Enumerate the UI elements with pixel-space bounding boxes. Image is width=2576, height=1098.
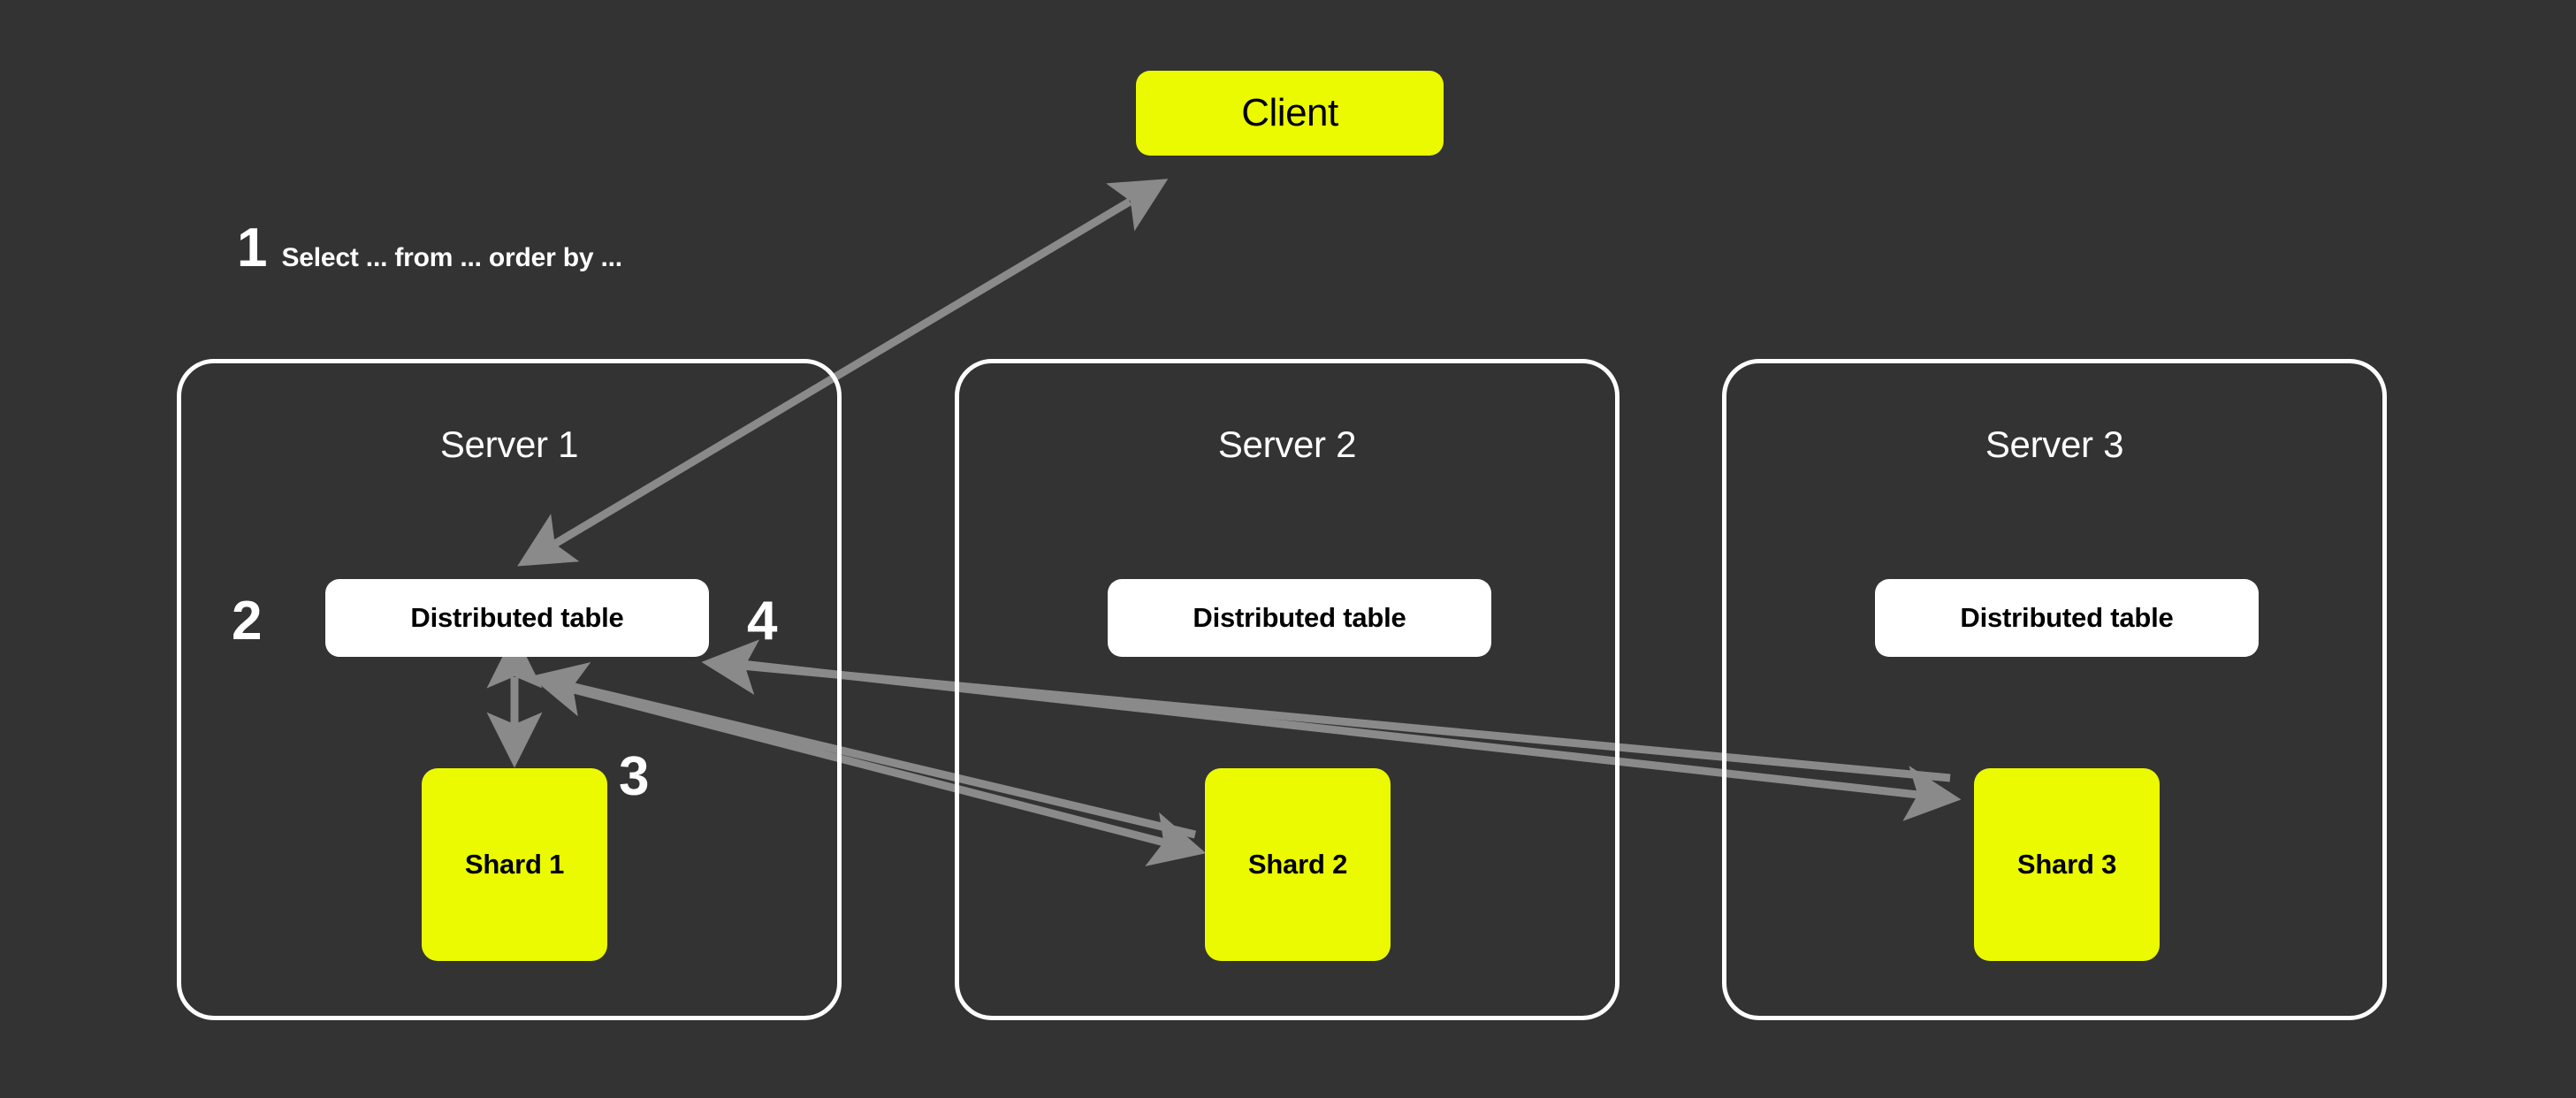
server-3-distributed-table[interactable]: Distributed table [1875,579,2259,657]
server-2-shard[interactable]: Shard 2 [1205,768,1391,961]
step-2-number: 2 [232,591,263,652]
server-3-shard[interactable]: Shard 3 [1974,768,2160,961]
client-node[interactable]: Client [1136,71,1444,156]
server-1-distributed-table-label: Distributed table [410,602,624,633]
server-3-title: Server 3 [1985,423,2124,465]
server-1-shard-label: Shard 1 [464,849,565,880]
step-4-number: 4 [747,591,778,652]
step-1-query-text: Select ... from ... order by ... [281,243,622,272]
step-3-number: 3 [619,746,650,807]
server-1-distributed-table[interactable]: Distributed table [325,579,709,657]
server-1-shard[interactable]: Shard 1 [422,768,607,961]
server-3-distributed-table-label: Distributed table [1960,602,2174,633]
server-2-distributed-table-label: Distributed table [1193,602,1406,633]
server-2-distributed-table[interactable]: Distributed table [1108,579,1491,657]
server-2-shard-label: Shard 2 [1247,849,1348,880]
step-1-caption: 1 Select ... from ... order by ... [237,221,622,276]
server-2-title: Server 2 [1217,423,1357,465]
server-3-container: Server 3 Distributed table Shard 3 [1722,359,2387,1020]
server-3-shard-label: Shard 3 [2016,849,2117,880]
step-1-number: 1 [237,217,268,278]
client-label: Client [1241,91,1338,134]
server-1-title: Server 1 [439,423,579,465]
server-2-container: Server 2 Distributed table Shard 2 [955,359,1620,1020]
server-1-container: Server 1 Distributed table Shard 1 [177,359,842,1020]
